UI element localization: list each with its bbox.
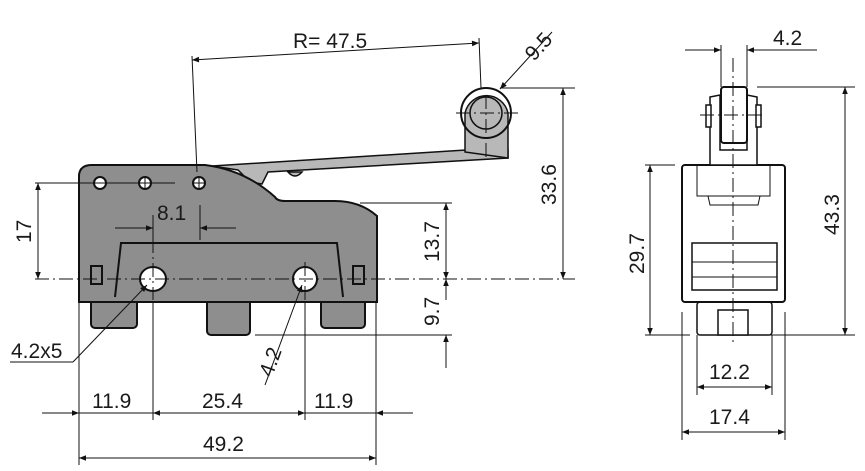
- dim-terminal-depth: 9.7: [421, 297, 444, 326]
- dim-body-height: 29.7: [626, 233, 649, 274]
- dim-mounting-hole: 4.2: [255, 344, 287, 379]
- dim-lever-radius: R= 47.5: [293, 30, 367, 53]
- dim-right-margin: 11.9: [314, 390, 353, 413]
- dim-total-height: 43.3: [821, 194, 844, 235]
- dim-roller-width: 4.2: [773, 27, 802, 50]
- lever-arm: [211, 149, 509, 185]
- side-view: R= 47.5 9.5 33.6 13.7 9.7 17 8.1 4.2x5 4…: [10, 28, 575, 465]
- switch-body: [78, 164, 378, 303]
- dim-body-width: 17.4: [709, 406, 750, 429]
- body-panel: [114, 242, 344, 298]
- dim-total-length: 49.2: [203, 433, 244, 456]
- dim-pivot-height: 17: [13, 220, 36, 243]
- dim-pivot-offset: 8.1: [157, 202, 186, 225]
- dim-terminal-width: 12.2: [709, 361, 750, 384]
- front-view: 4.2 43.3 29.7 12.2 17.4: [626, 27, 855, 440]
- dim-total-height-side: 33.6: [538, 164, 561, 205]
- dim-mounting-slot: 4.2x5: [11, 340, 62, 363]
- dim-hole-spacing: 25.4: [202, 390, 243, 413]
- dim-left-margin: 11.9: [92, 390, 131, 413]
- dim-upper-height: 13.7: [421, 221, 444, 262]
